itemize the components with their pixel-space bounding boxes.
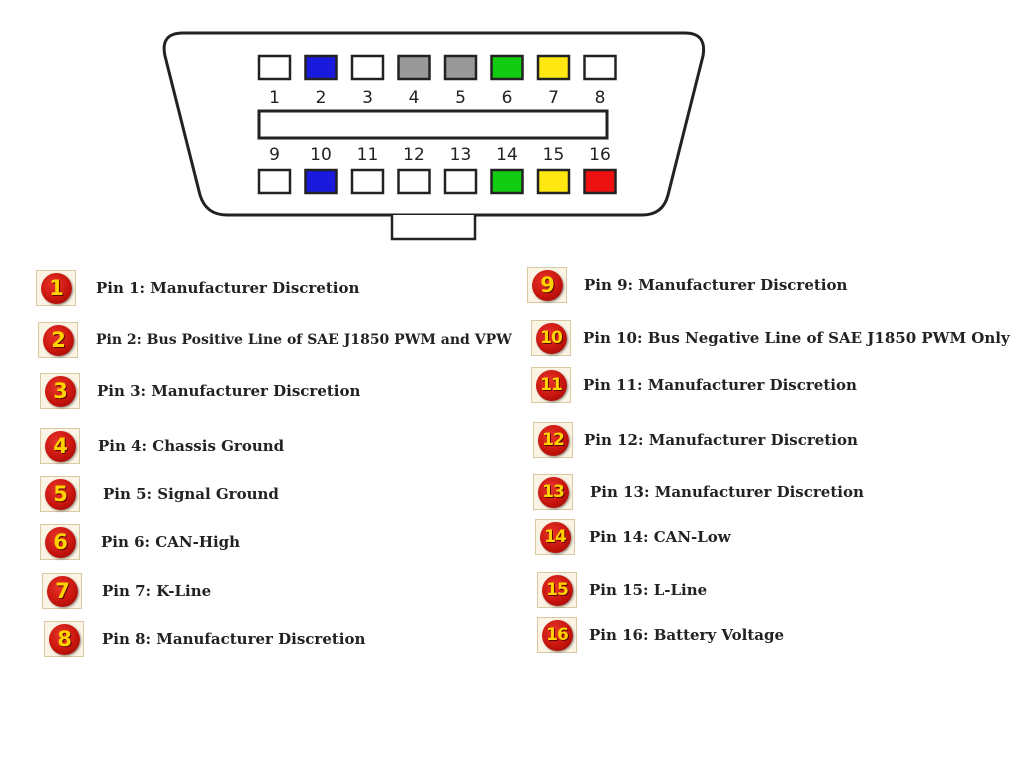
legend-item-pin-2: 2 Pin 2: Bus Positive Line of SAE J1850 P… (38, 322, 512, 358)
pin-description: Pin 16: Battery Voltage (589, 626, 785, 644)
pin-5-number: 5 (455, 88, 466, 108)
legend-item-pin-4: 4 Pin 4: Chassis Ground (40, 428, 284, 464)
pin-9-number: 9 (269, 145, 280, 165)
pin-badge-frame: 15 (537, 572, 577, 608)
pin-badge-frame: 11 (531, 367, 571, 403)
legend-item-pin-11: 11 Pin 11: Manufacturer Discretion (531, 367, 857, 403)
pin-1-number: 1 (269, 88, 280, 108)
pin-badge-frame: 4 (40, 428, 80, 464)
pin-description: Pin 1: Manufacturer Discretion (96, 279, 360, 297)
legend-item-pin-14: 14 Pin 14: CAN-Low (535, 519, 731, 555)
pin-15-number: 15 (543, 145, 565, 165)
pin-12-socket (397, 168, 431, 195)
pin-description: Pin 12: Manufacturer Discretion (584, 431, 858, 449)
pin-number-badge: 9 (531, 269, 563, 301)
pin-8-number: 8 (595, 88, 606, 108)
pin-badge-frame: 12 (533, 422, 573, 458)
pin-description: Pin 8: Manufacturer Discretion (102, 630, 366, 648)
pin-number-badge: 8 (48, 623, 80, 655)
pin-description: Pin 9: Manufacturer Discretion (584, 276, 848, 294)
pin-description: Pin 15: L-Line (589, 581, 708, 599)
pin-9-socket (257, 168, 292, 195)
legend-item-pin-10: 10 Pin 10: Bus Negative Line of SAE J1850… (531, 320, 1010, 356)
legend-item-pin-16: 16 Pin 16: Battery Voltage (537, 617, 784, 653)
legend-item-pin-13: 13 Pin 13: Manufacturer Discretion (533, 474, 864, 510)
pin-badge-frame: 7 (42, 573, 82, 609)
pin-number-badge: 6 (44, 526, 76, 558)
pin-2-number: 2 (316, 88, 327, 108)
pin-2-socket (304, 54, 338, 81)
legend-item-pin-15: 15 Pin 15: L-Line (537, 572, 707, 608)
pin-3-socket (350, 54, 385, 81)
pin-badge-frame: 1 (36, 270, 76, 306)
pin-badge-frame: 16 (537, 617, 577, 653)
pin-number-badge: 14 (539, 521, 571, 553)
legend-item-pin-12: 12 Pin 12: Manufacturer Discretion (533, 422, 858, 458)
pin-badge-frame: 9 (527, 267, 567, 303)
pin-description: Pin 3: Manufacturer Discretion (97, 382, 361, 400)
pin-description: Pin 10: Bus Negative Line of SAE J1850 P… (583, 329, 1010, 347)
pin-number-badge: 3 (44, 375, 76, 407)
pin-description: Pin 11: Manufacturer Discretion (583, 376, 857, 394)
legend-item-pin-5: 5 Pin 5: Signal Ground (40, 476, 279, 512)
pin-12-number: 12 (403, 145, 425, 165)
pin-number-badge: 16 (541, 619, 573, 651)
pin-10-socket (304, 168, 338, 195)
pin-description: Pin 7: K-Line (102, 582, 212, 600)
pin-4-socket (397, 54, 431, 81)
pin-number-badge: 4 (44, 430, 76, 462)
legend-item-pin-1: 1 Pin 1: Manufacturer Discretion (36, 270, 359, 306)
pin-number-badge: 15 (541, 574, 573, 606)
pin-badge-frame: 6 (40, 524, 80, 560)
pin-badge-frame: 3 (40, 373, 80, 409)
pin-15-socket (536, 168, 571, 195)
legend-item-pin-8: 8 Pin 8: Manufacturer Discretion (44, 621, 365, 657)
legend-item-pin-9: 9 Pin 9: Manufacturer Discretion (527, 267, 847, 303)
pin-13-number: 13 (450, 145, 472, 165)
pin-description: Pin 2: Bus Positive Line of SAE J1850 PW… (96, 332, 512, 348)
pin-number-badge: 11 (535, 369, 567, 401)
pin-number-badge: 2 (42, 324, 74, 356)
pin-badge-frame: 8 (44, 621, 84, 657)
pin-description: Pin 6: CAN-High (101, 533, 241, 551)
pin-11-number: 11 (357, 145, 379, 165)
pin-13-socket (443, 168, 478, 195)
pin-16-socket (583, 168, 617, 195)
pin-badge-frame: 14 (535, 519, 575, 555)
pin-10-number: 10 (310, 145, 332, 165)
pin-number-badge: 7 (46, 575, 78, 607)
pin-description: Pin 5: Signal Ground (103, 485, 279, 503)
pin-7-socket (536, 54, 571, 81)
pin-4-number: 4 (409, 88, 420, 108)
pin-number-badge: 13 (537, 476, 569, 508)
pin-14-socket (490, 168, 524, 195)
pin-badge-frame: 13 (533, 474, 573, 510)
pin-6-number: 6 (502, 88, 513, 108)
pin-7-number: 7 (548, 88, 559, 108)
pin-description: Pin 4: Chassis Ground (98, 437, 285, 455)
pin-14-number: 14 (496, 145, 518, 165)
center-slot (257, 109, 609, 140)
pin-1-socket (257, 54, 292, 81)
pin-number-badge: 12 (537, 424, 569, 456)
pin-6-socket (490, 54, 524, 81)
legend-item-pin-3: 3 Pin 3: Manufacturer Discretion (40, 373, 360, 409)
pin-5-socket (443, 54, 478, 81)
pin-badge-frame: 10 (531, 320, 571, 356)
pin-badge-frame: 2 (38, 322, 78, 358)
pin-number-badge: 1 (40, 272, 72, 304)
pin-badge-frame: 5 (40, 476, 80, 512)
pin-number-badge: 5 (44, 478, 76, 510)
pin-3-number: 3 (362, 88, 373, 108)
pin-8-socket (583, 54, 617, 81)
pin-description: Pin 14: CAN-Low (589, 528, 731, 546)
pin-11-socket (350, 168, 385, 195)
legend-item-pin-7: 7 Pin 7: K-Line (42, 573, 211, 609)
pin-number-badge: 10 (535, 322, 567, 354)
connector-tab (390, 215, 477, 241)
legend-item-pin-6: 6 Pin 6: CAN-High (40, 524, 240, 560)
pin-description: Pin 13: Manufacturer Discretion (590, 483, 864, 501)
pin-16-number: 16 (589, 145, 611, 165)
